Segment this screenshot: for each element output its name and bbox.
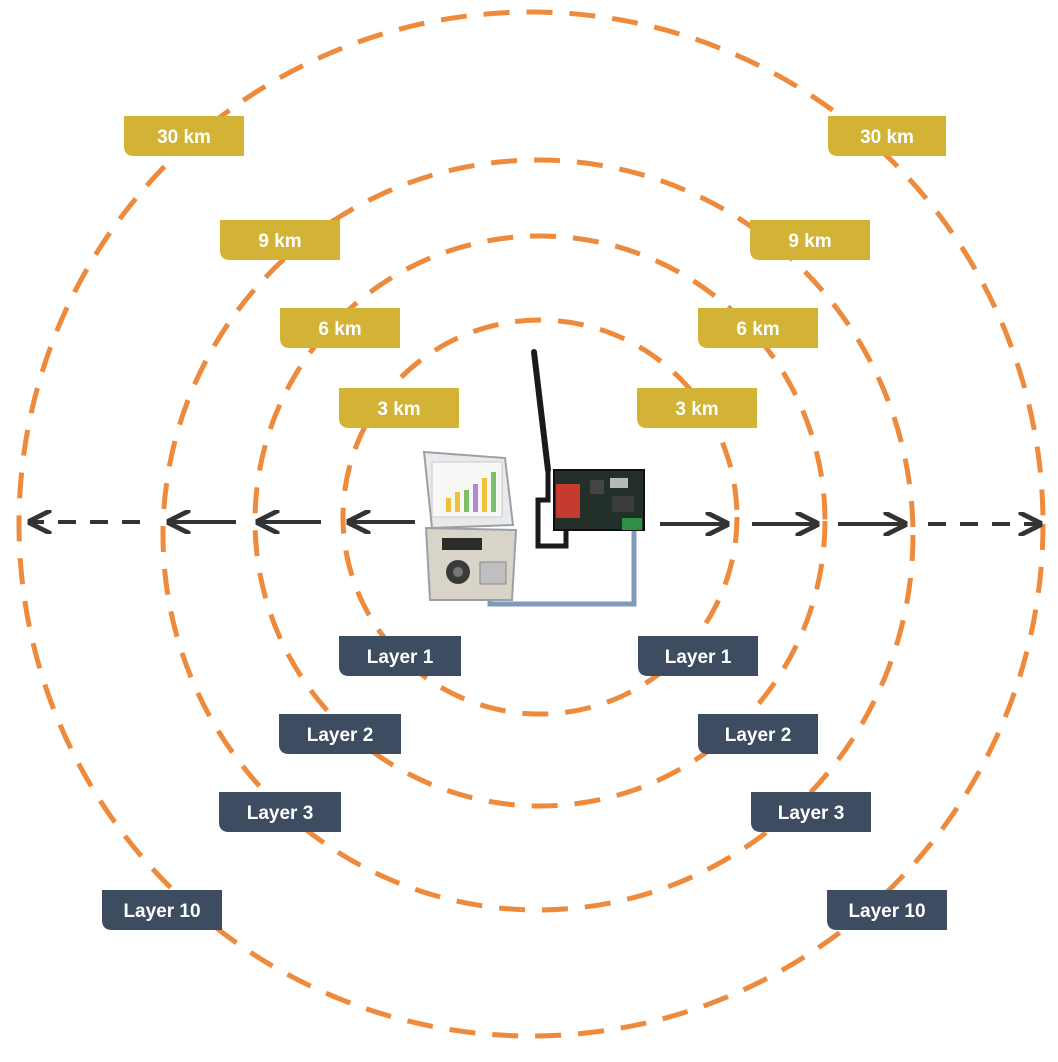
- distance-tag-6-left: 6 km: [318, 319, 361, 340]
- layer-tag-1-right: Layer 1: [665, 647, 732, 668]
- irrigation-controller: [422, 450, 518, 601]
- layer-tag-shape: [102, 890, 222, 930]
- distance-tag-3-left: 3 km: [377, 399, 420, 420]
- layer-tags: Layer 1 Layer 1 Layer 2 Layer 2 Layer 3 …: [102, 636, 947, 930]
- distance-tag-shape: [339, 388, 459, 428]
- distance-tag-shape: [280, 308, 400, 348]
- layer-tag-shape: [219, 792, 341, 832]
- layer-tag-shape: [751, 792, 871, 832]
- distance-tag-shape: [828, 116, 946, 156]
- antenna: [531, 349, 551, 473]
- layer-tag-2-right: Layer 2: [725, 725, 792, 746]
- layer-tag-shape: [279, 714, 401, 754]
- distance-tag-3-right: 3 km: [675, 399, 718, 420]
- distance-tag-shape: [220, 220, 340, 260]
- distance-tags: 30 km 30 km 9 km 9 km 6 km 6 km 3 km 3 k…: [124, 116, 946, 428]
- ring-layer-1: [340, 317, 740, 717]
- radio-module-with-antenna: [531, 349, 645, 549]
- ring-layer-3: [160, 157, 916, 913]
- distance-tag-9-right: 9 km: [788, 231, 831, 252]
- layer-tag-1-left: Layer 1: [367, 647, 434, 668]
- distance-tag-shape: [750, 220, 870, 260]
- layer-tag-3-left: Layer 3: [247, 803, 314, 824]
- distance-tag-9-left: 9 km: [258, 231, 301, 252]
- layer-tag-shape: [827, 890, 947, 930]
- layer-tag-10-left: Layer 10: [123, 901, 200, 922]
- distance-tag-shape: [637, 388, 757, 428]
- layer-tag-10-right: Layer 10: [848, 901, 925, 922]
- distance-tag-30-right: 30 km: [860, 127, 914, 148]
- distance-tag-shape: [698, 308, 818, 348]
- layer-tag-shape: [698, 714, 818, 754]
- ring-layer-10: [16, 9, 1046, 1039]
- layer-tag-shape: [638, 636, 758, 676]
- range-arrows: [30, 522, 1040, 524]
- coverage-rings: [16, 9, 1046, 1039]
- layer-tag-2-left: Layer 2: [307, 725, 374, 746]
- layer-tag-shape: [339, 636, 461, 676]
- ring-layer-2: [252, 233, 828, 809]
- distance-tag-30-left: 30 km: [157, 127, 211, 148]
- distance-tag-shape: [124, 116, 244, 156]
- distance-tag-6-right: 6 km: [736, 319, 779, 340]
- layer-tag-3-right: Layer 3: [778, 803, 845, 824]
